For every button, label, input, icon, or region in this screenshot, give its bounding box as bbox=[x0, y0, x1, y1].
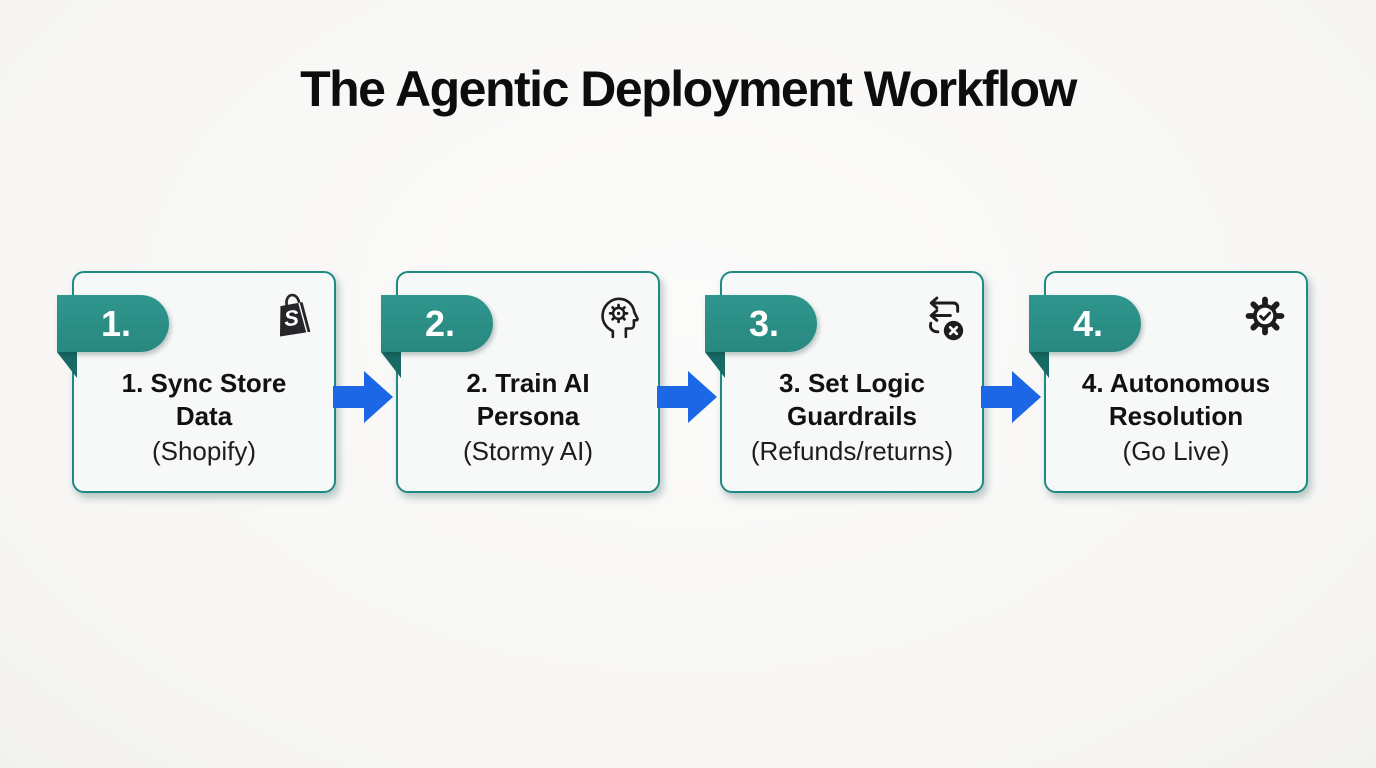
returns-cancel-icon bbox=[916, 291, 966, 341]
step-subtitle: (Go Live) bbox=[1122, 435, 1230, 466]
step-card-train-ai-persona: 2. bbox=[381, 271, 660, 493]
step-title: 1. Sync Store Data bbox=[121, 368, 287, 432]
step-subtitle: (Stormy AI) bbox=[462, 435, 593, 466]
step-number-badge: 3. bbox=[705, 295, 817, 352]
step-text: 4. Autonomous Resolution (Go Live) bbox=[1046, 367, 1306, 468]
step-number: 4. bbox=[1072, 302, 1104, 344]
step-card-autonomous-resolution: 4. bbox=[1029, 271, 1308, 493]
step-number-badge: 1. bbox=[57, 295, 169, 352]
flow-arrow-icon bbox=[333, 371, 393, 423]
step-subtitle: (Refunds/returns) bbox=[750, 435, 954, 466]
step-subtitle: (Shopify) bbox=[151, 435, 257, 466]
step-title: 4. Autonomous Resolution bbox=[1081, 368, 1271, 432]
gear-check-icon bbox=[1240, 291, 1290, 341]
step-card-sync-store-data: 1. S 1. Sync Store Data (Shopify) bbox=[57, 271, 336, 493]
step-number-badge: 2. bbox=[381, 295, 493, 352]
workflow-row: 1. S 1. Sync Store Data (Shopify) bbox=[57, 271, 1308, 493]
step-card-set-logic-guardrails: 3. 3. Set Logic Guardrail bbox=[705, 271, 984, 493]
step-number: 2. bbox=[424, 302, 456, 344]
step-number: 3. bbox=[748, 302, 780, 344]
flow-arrow-icon bbox=[981, 371, 1041, 423]
step-number-badge: 4. bbox=[1029, 295, 1141, 352]
shopify-bag-icon: S bbox=[268, 291, 318, 341]
step-text: 1. Sync Store Data (Shopify) bbox=[74, 367, 334, 468]
flow-arrow-icon bbox=[657, 371, 717, 423]
step-number: 1. bbox=[100, 302, 132, 344]
step-text: 2. Train AI Persona (Stormy AI) bbox=[398, 367, 658, 468]
svg-text:S: S bbox=[283, 305, 300, 331]
page-title: The Agentic Deployment Workflow bbox=[300, 61, 1077, 117]
head-gear-icon bbox=[592, 291, 642, 341]
step-text: 3. Set Logic Guardrails (Refunds/returns… bbox=[722, 367, 982, 468]
step-title: 2. Train AI Persona bbox=[466, 368, 590, 432]
step-title: 3. Set Logic Guardrails bbox=[779, 368, 925, 432]
